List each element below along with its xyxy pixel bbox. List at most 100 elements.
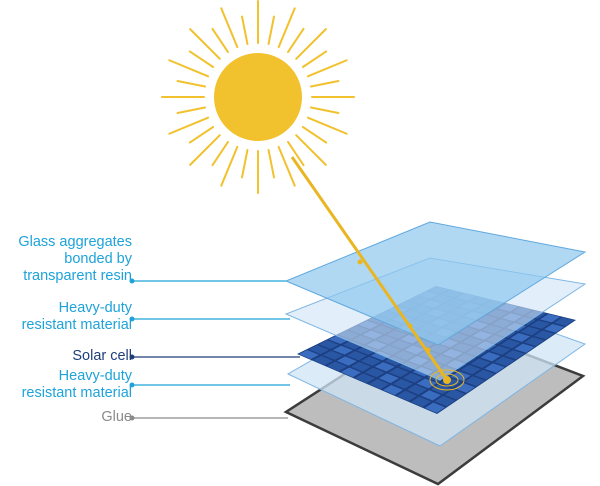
solar-cell bbox=[484, 363, 505, 373]
sun-ray bbox=[267, 15, 275, 46]
solar-cell bbox=[480, 352, 501, 362]
label-upper-resistant: Heavy-duty resistant material bbox=[22, 300, 132, 334]
label-glue: Glue bbox=[101, 409, 132, 426]
sun-ray bbox=[176, 80, 207, 88]
sun-ray bbox=[168, 116, 210, 135]
sun-ray bbox=[287, 140, 305, 167]
sun-ray bbox=[188, 50, 215, 68]
solar-cell bbox=[350, 362, 371, 372]
label-glass-line-1: Glass aggregates bbox=[18, 234, 132, 250]
solar-cell bbox=[378, 373, 399, 384]
solar-cell bbox=[424, 402, 446, 413]
label-solar-cell-line-1: Solar cell bbox=[72, 348, 132, 364]
solar-cell bbox=[402, 373, 423, 383]
label-lower-resistant-line-2: resistant material bbox=[21, 385, 132, 401]
solar-cell bbox=[312, 355, 334, 366]
label-glass-line-2: bonded by bbox=[64, 251, 132, 267]
sun-ray bbox=[301, 126, 328, 144]
solar-cell bbox=[524, 337, 545, 346]
solar-cell bbox=[342, 340, 363, 350]
solar-cell bbox=[504, 350, 525, 360]
solar-cell bbox=[553, 317, 575, 326]
solar-cell bbox=[326, 361, 348, 372]
solar-cell bbox=[520, 326, 541, 336]
label-lower-resistant-line-1: Heavy-duty bbox=[58, 368, 132, 384]
solar-cell bbox=[474, 369, 495, 380]
solar-cell bbox=[464, 376, 485, 387]
label-upper-resistant-line-2: resistant material bbox=[21, 317, 132, 333]
sun-ray bbox=[295, 28, 327, 60]
sun-ray bbox=[211, 140, 229, 167]
solar-cell bbox=[318, 340, 339, 350]
solar-cell bbox=[392, 378, 413, 389]
solar-cell bbox=[420, 390, 441, 401]
solar-cell bbox=[322, 350, 343, 360]
sun-ray bbox=[306, 116, 348, 135]
solar-cell bbox=[450, 371, 471, 381]
sun-ray bbox=[287, 27, 305, 54]
solar-cell bbox=[530, 320, 551, 329]
leader-lines bbox=[129, 278, 300, 421]
label-glue-line-1: Glue bbox=[101, 409, 132, 425]
solar-cell bbox=[346, 351, 367, 361]
label-solar-cell: Solar cell bbox=[72, 348, 132, 365]
sun-ray bbox=[220, 7, 239, 49]
label-glass-layer: Glass aggregates bonded by transparent r… bbox=[18, 234, 132, 285]
solar-cell bbox=[494, 356, 515, 367]
sun-ray bbox=[267, 148, 275, 179]
solar-cell bbox=[336, 356, 357, 366]
solar-cell bbox=[416, 378, 437, 389]
label-upper-resistant-line-1: Heavy-duty bbox=[58, 300, 132, 316]
label-lower-resistant: Heavy-duty resistant material bbox=[22, 368, 132, 402]
sun-ray bbox=[309, 106, 340, 114]
sun-ray bbox=[306, 59, 348, 78]
sun-ray bbox=[295, 134, 327, 166]
solar-cell bbox=[410, 396, 432, 407]
solar-cell bbox=[328, 335, 349, 345]
glass-layer bbox=[284, 221, 587, 346]
solar-cell bbox=[490, 345, 511, 355]
solar-cell bbox=[388, 367, 409, 378]
solar-cell bbox=[444, 389, 465, 400]
solar-cell bbox=[308, 345, 329, 355]
sun-ray bbox=[168, 59, 210, 78]
solar-cell bbox=[360, 356, 381, 366]
solar-cell bbox=[434, 395, 455, 407]
sun-ray bbox=[176, 106, 207, 114]
solar-cell bbox=[534, 330, 555, 340]
solar-cell bbox=[354, 373, 376, 384]
sunbeam-arrow bbox=[290, 156, 465, 391]
label-glass-line-3: transparent resin bbox=[23, 268, 132, 284]
sun-ray bbox=[220, 145, 239, 187]
solar-cell bbox=[470, 358, 491, 368]
solar-cell bbox=[356, 345, 377, 355]
sun-ray bbox=[241, 15, 249, 46]
sun-icon bbox=[161, 0, 355, 194]
solar-cell bbox=[298, 349, 320, 360]
solar-cell bbox=[364, 367, 385, 378]
solar-cell bbox=[460, 364, 481, 375]
solar-cell bbox=[340, 367, 362, 378]
solar-cell bbox=[368, 379, 390, 390]
solar-cell bbox=[370, 351, 391, 361]
sun-ray bbox=[188, 126, 215, 144]
solar-cell bbox=[500, 339, 521, 349]
sun-ray bbox=[309, 80, 340, 88]
sun-ray bbox=[277, 7, 296, 49]
solar-cell bbox=[406, 384, 427, 395]
sun-ray bbox=[211, 27, 229, 54]
sun-ray bbox=[277, 145, 296, 187]
solar-cell bbox=[332, 345, 353, 355]
solar-cell bbox=[374, 362, 395, 372]
solar-cell bbox=[396, 390, 418, 402]
sun-ray bbox=[189, 134, 221, 166]
solar-cell bbox=[539, 313, 561, 323]
solar-cell bbox=[454, 382, 475, 393]
sun-ray bbox=[189, 28, 221, 60]
solar-cell bbox=[510, 333, 531, 342]
solar-cell bbox=[544, 323, 565, 333]
sun-ray bbox=[301, 50, 328, 68]
solar-cell bbox=[382, 384, 404, 396]
solar-cell bbox=[514, 343, 535, 353]
